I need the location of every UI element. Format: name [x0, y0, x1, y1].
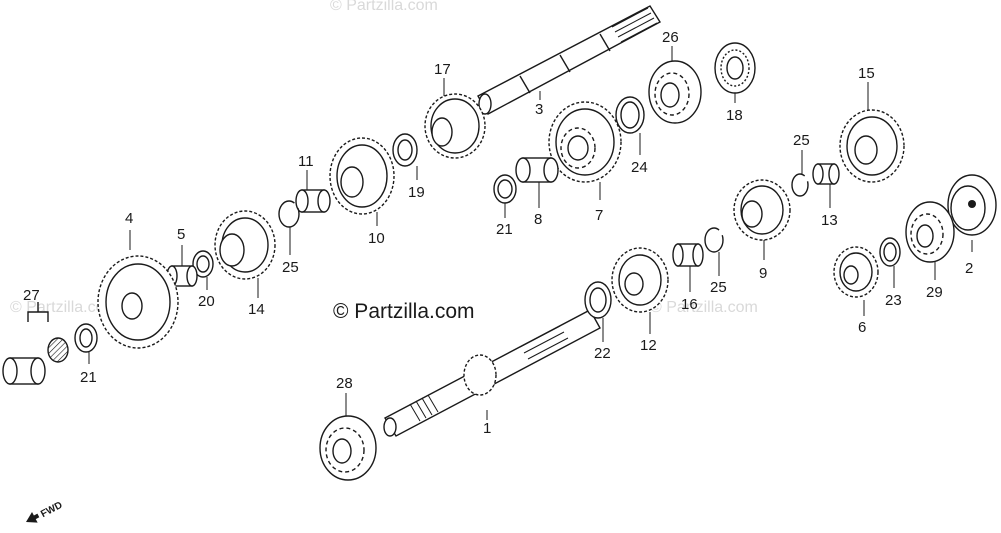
bearing-set-27 — [2, 302, 69, 385]
gear-9 — [733, 179, 791, 241]
callout-23: 23 — [885, 292, 902, 309]
callout-14: 14 — [248, 301, 265, 318]
circlip-25-right — [791, 173, 809, 197]
callout-20: 20 — [198, 293, 215, 310]
gear-7 — [548, 101, 622, 183]
callout-12: 12 — [640, 337, 657, 354]
callout-25-left: 25 — [282, 259, 299, 276]
callout-18: 18 — [726, 107, 743, 124]
bushing-5 — [166, 265, 198, 287]
callout-10: 10 — [368, 230, 385, 247]
ball-bearing-26 — [648, 60, 702, 124]
needle-bearing-18 — [714, 42, 756, 94]
mainshaft — [383, 309, 601, 437]
forward-label: FWD — [39, 500, 64, 520]
callout-24: 24 — [631, 159, 648, 176]
washer-21-upper — [493, 174, 517, 204]
washer-21-left — [74, 323, 98, 353]
bushing-13 — [812, 163, 840, 185]
gear-10 — [329, 137, 395, 215]
callout-7: 7 — [595, 207, 603, 224]
ball-bearing-29 — [905, 201, 955, 263]
copyright-credit: © Partzilla.com — [333, 300, 475, 323]
washer-22 — [584, 281, 612, 319]
callout-21-upper: 21 — [496, 221, 513, 238]
watermark-right: © Partzilla.com — [650, 299, 758, 316]
callout-13: 13 — [821, 212, 838, 229]
bushing-11 — [295, 189, 331, 213]
watermark-top: © Partzilla.com — [330, 0, 438, 14]
callout-16: 16 — [681, 296, 698, 313]
forward-arrow-icon — [26, 512, 40, 523]
cap-2 — [947, 174, 997, 236]
circlip-25-left — [278, 200, 300, 228]
countershaft — [477, 5, 661, 115]
callout-27: 27 — [23, 287, 40, 304]
callout-5: 5 — [177, 226, 185, 243]
callout-25-lower: 25 — [710, 279, 727, 296]
circlip-25-lower — [704, 227, 724, 253]
gear-6 — [833, 246, 879, 298]
gear-17 — [424, 93, 486, 159]
callout-8: 8 — [534, 211, 542, 228]
bushing-16 — [672, 243, 704, 267]
callout-29: 29 — [926, 284, 943, 301]
callout-2: 2 — [965, 260, 973, 277]
gear-4 — [97, 255, 179, 349]
gear-14 — [214, 210, 276, 280]
callout-25-right: 25 — [793, 132, 810, 149]
callout-3: 3 — [535, 101, 543, 118]
callout-19: 19 — [408, 184, 425, 201]
callout-4: 4 — [125, 210, 133, 227]
callout-labels: 1 2 3 4 5 6 7 8 9 10 11 12 13 14 15 16 1… — [23, 29, 973, 437]
bushing-8 — [515, 157, 559, 183]
callout-6: 6 — [858, 319, 866, 336]
leader-lines — [88, 46, 973, 420]
callout-22: 22 — [594, 345, 611, 362]
gear-12 — [611, 247, 669, 313]
callout-26: 26 — [662, 29, 679, 46]
callout-9: 9 — [759, 265, 767, 282]
forward-direction-indicator: FWD — [26, 500, 64, 523]
callout-28: 28 — [336, 375, 353, 392]
washer-20 — [192, 250, 214, 278]
callout-11: 11 — [298, 153, 314, 170]
ball-bearing-28 — [319, 415, 377, 481]
gear-15 — [839, 109, 905, 183]
callout-15: 15 — [858, 65, 875, 82]
callout-1: 1 — [483, 420, 491, 437]
callout-21-left: 21 — [80, 369, 97, 386]
washer-23 — [879, 237, 901, 267]
callout-17: 17 — [434, 61, 451, 78]
washer-24 — [615, 96, 645, 134]
washer-19 — [392, 133, 418, 167]
